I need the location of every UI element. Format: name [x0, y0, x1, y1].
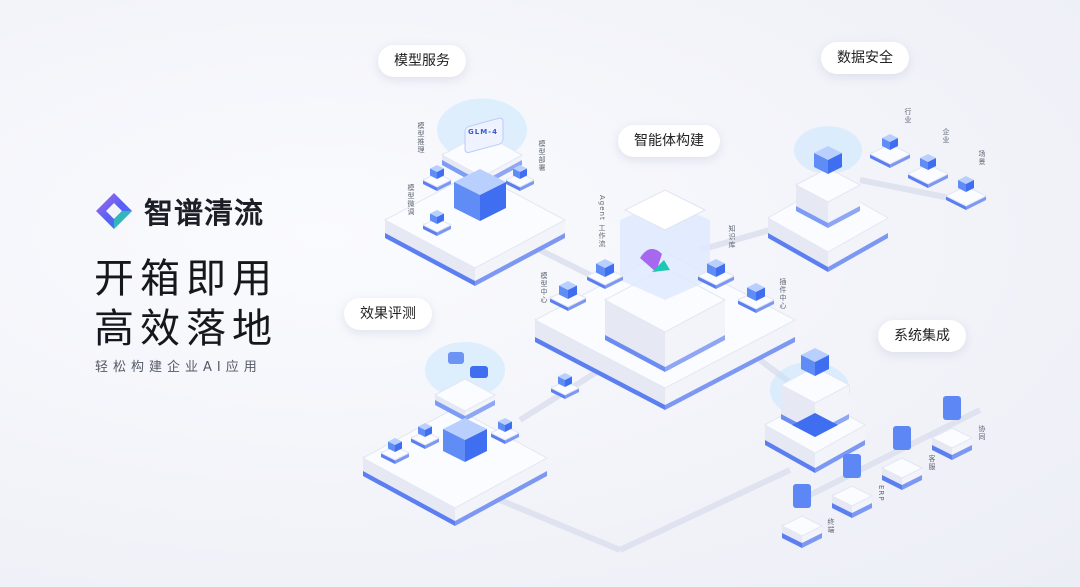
item-pedestal	[944, 185, 988, 210]
chat-bubble-icon	[470, 366, 488, 378]
cube-icon	[559, 281, 577, 299]
cube-icon	[958, 176, 974, 192]
item-knowledge-base: 知识库	[728, 225, 736, 249]
platform-evaluation	[361, 407, 549, 526]
brand-logo: 智谱清流	[92, 190, 264, 232]
item-model-inference: 模型推理	[417, 122, 425, 154]
endpoint-erp	[830, 485, 874, 518]
tier-evaluation	[433, 378, 497, 421]
connector-line	[859, 177, 961, 203]
item-pedestal	[379, 445, 411, 464]
brand-logo-icon	[96, 193, 132, 229]
glow	[425, 342, 505, 398]
platform-model-service	[383, 171, 567, 286]
item-erp: ERP	[877, 485, 885, 502]
item-pedestal	[489, 425, 521, 444]
connector-line	[498, 497, 622, 553]
glm-chip-label: GLM-4	[468, 128, 498, 136]
cube-icon	[388, 438, 402, 452]
item-pedestal	[868, 143, 912, 168]
endpoint-terminal	[780, 515, 824, 548]
item-pedestal	[421, 217, 453, 236]
item-scenario: 场景	[978, 150, 986, 166]
cube-icon	[513, 165, 527, 179]
cube-icon	[920, 154, 936, 170]
cube-icon	[418, 423, 432, 437]
item-terminal: 终端	[827, 518, 835, 534]
item-pedestal	[504, 172, 536, 191]
brand-name: 智谱清流	[144, 196, 265, 230]
item-pedestal	[549, 380, 581, 399]
cube-icon	[430, 165, 444, 179]
connector-line	[618, 467, 792, 553]
agent-core-logo	[640, 248, 662, 272]
label-system-integration: 系统集成	[878, 320, 966, 352]
item-industry: 行业	[904, 108, 912, 124]
item-plugin-center: 插件中心	[779, 278, 787, 310]
label-model-service: 模型服务	[378, 45, 466, 77]
cube-icon	[430, 210, 444, 224]
terminal-icon	[793, 484, 811, 508]
model-server-cube	[454, 169, 506, 221]
item-pedestal	[421, 172, 453, 191]
cube-icon	[707, 259, 725, 277]
chat-bubble-icon	[448, 352, 464, 364]
item-model-center: 模型中心	[540, 272, 548, 304]
item-model-finetune: 模型微调	[407, 184, 415, 216]
headline-line-1: 开箱即用	[94, 256, 278, 302]
cube-icon	[558, 373, 572, 387]
endpoint-collaboration	[930, 427, 974, 460]
cube-icon	[882, 134, 898, 150]
security-cube	[814, 146, 842, 174]
customer-service-icon	[893, 426, 911, 450]
collaboration-icon	[943, 396, 961, 420]
label-agent-build: 智能体构建	[618, 125, 720, 157]
label-evaluation: 效果评测	[344, 298, 432, 330]
cube-icon	[747, 283, 765, 301]
connector-line	[918, 407, 982, 443]
connector-line	[699, 227, 771, 253]
item-pedestal	[906, 163, 950, 188]
evaluation-cube	[443, 418, 487, 462]
erp-icon	[843, 454, 861, 478]
item-pedestal	[409, 430, 441, 449]
label-data-security: 数据安全	[821, 42, 909, 74]
item-model-deploy: 模型部署	[538, 140, 546, 172]
item-customer-service: 客服	[928, 455, 936, 471]
tagline: 轻松构建企业AI应用	[95, 360, 262, 375]
cube-icon	[596, 259, 614, 277]
tier-data-security	[794, 167, 862, 228]
agent-core-glass	[620, 200, 710, 300]
glm-chip	[464, 117, 504, 153]
item-enterprise: 企业	[942, 128, 950, 144]
item-collaboration: 协同	[978, 425, 986, 441]
cube-icon	[498, 418, 512, 432]
item-agent-workflow: Agent 工作流	[598, 195, 606, 248]
integration-cube	[801, 348, 829, 376]
headline-line-2: 高效落地	[94, 306, 278, 352]
endpoint-customer-service	[880, 457, 924, 490]
